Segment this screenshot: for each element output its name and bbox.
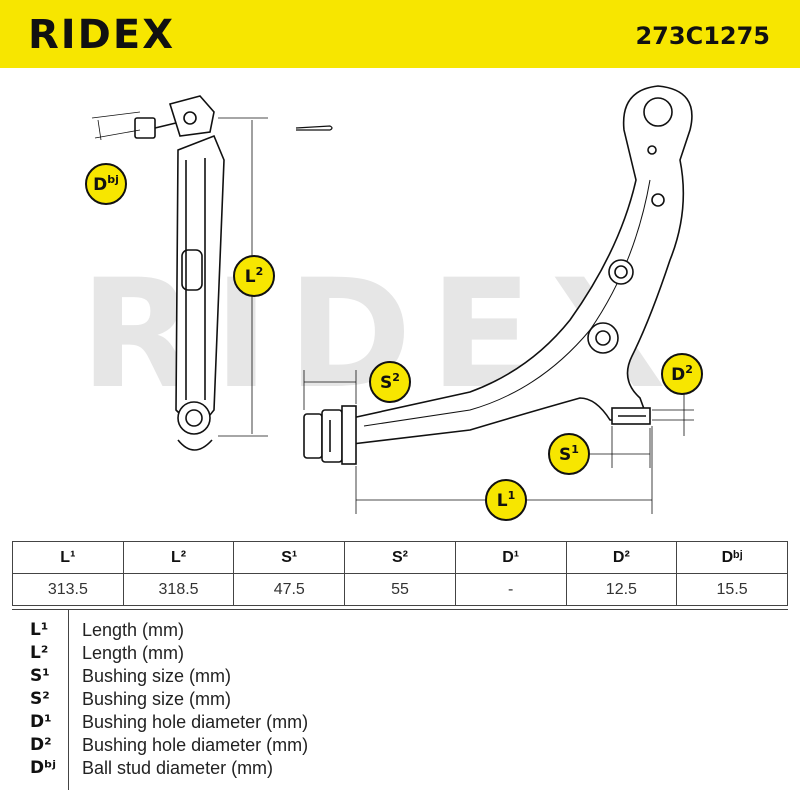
value-d2: 12.5 (565, 573, 678, 606)
brand-logo: RIDEX (28, 12, 176, 58)
legend-key: L² (30, 643, 49, 663)
part-number: 273C1275 (635, 22, 770, 50)
value-d1: - (454, 573, 567, 606)
header-s2: S² (344, 541, 456, 574)
legend-row: D² Bushing hole diameter (mm) (12, 735, 788, 757)
control-arm-drawing: Dbj L2 S2 D2 S1 L1 (85, 85, 703, 521)
arm-top-view (303, 85, 693, 465)
legend-row: L¹ Length (mm) (12, 620, 788, 642)
legend-desc: Bushing hole diameter (mm) (82, 735, 309, 755)
specs-table: L¹ L² S¹ S² D¹ D² Dᵇʲ 313.5 318.5 47.5 5… (12, 541, 788, 606)
legend-row: S¹ Bushing size (mm) (12, 666, 788, 688)
technical-drawing: RIDEX (0, 68, 800, 538)
badge-s1: S1 (548, 433, 590, 475)
header-d2: D² (565, 541, 678, 574)
legend-desc: Length (mm) (82, 620, 185, 640)
legend-desc: Length (mm) (82, 643, 185, 663)
legend-key: D² (30, 735, 52, 755)
legend-divider (68, 610, 69, 790)
value-l1: 313.5 (12, 573, 124, 606)
header-d1: D¹ (454, 541, 567, 574)
header-l1: L¹ (12, 541, 124, 574)
value-l2: 318.5 (122, 573, 235, 606)
badge-s2: S2 (369, 361, 411, 403)
badge-l2: L2 (233, 255, 275, 297)
legend-row: L² Length (mm) (12, 643, 788, 665)
specs-value-row: 313.5 318.5 47.5 55 - 12.5 15.5 (12, 573, 788, 606)
badge-dbj: Dbj (85, 163, 127, 205)
header-bar: RIDEX 273C1275 (0, 0, 800, 68)
legend-row: S² Bushing size (mm) (12, 689, 788, 711)
value-s1: 47.5 (233, 573, 346, 606)
legend-desc: Bushing size (mm) (82, 689, 232, 709)
specs-header-row: L¹ L² S¹ S² D¹ D² Dᵇʲ (12, 541, 788, 574)
badge-d2: D2 (661, 353, 703, 395)
legend-row: Dᵇʲ Ball stud diameter (mm) (12, 758, 788, 780)
arm-side-view (134, 95, 225, 451)
legend-key: S¹ (30, 666, 50, 686)
legend-desc: Bushing size (mm) (82, 666, 232, 686)
legend-desc: Ball stud diameter (mm) (82, 758, 274, 778)
value-s2: 55 (344, 573, 456, 606)
legend-desc: Bushing hole diameter (mm) (82, 712, 309, 732)
legend-key: S² (30, 689, 50, 709)
badge-l1: L1 (485, 479, 527, 521)
legend-row: D¹ Bushing hole diameter (mm) (12, 712, 788, 734)
legend: L¹ Length (mm) L² Length (mm) S¹ Bushing… (12, 609, 788, 790)
header-s1: S¹ (233, 541, 346, 574)
legend-key: D¹ (30, 712, 52, 732)
legend-key: L¹ (30, 620, 49, 640)
header-l2: L² (122, 541, 235, 574)
header-dbj: Dᵇʲ (676, 541, 788, 574)
value-dbj: 15.5 (676, 573, 788, 606)
legend-key: Dᵇʲ (30, 758, 56, 778)
